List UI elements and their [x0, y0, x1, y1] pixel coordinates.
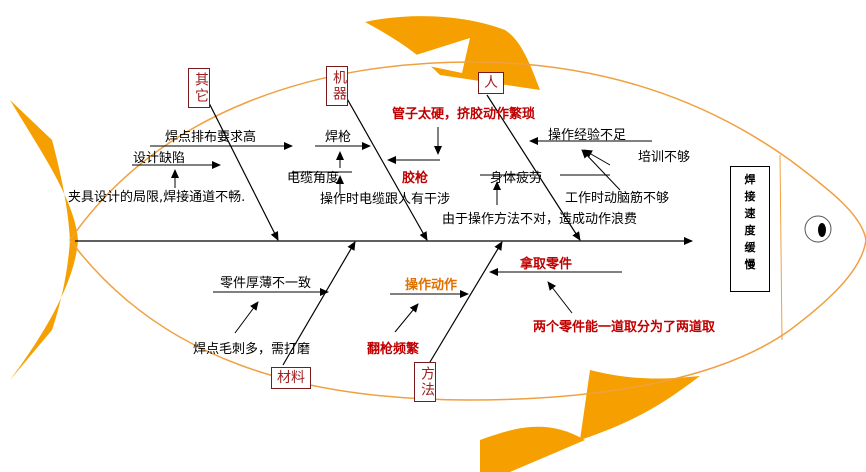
category-man: 人	[478, 72, 504, 94]
category-machine: 机器	[326, 66, 348, 106]
cause-welding-gun: 焊枪	[325, 130, 352, 145]
cause-weld-layout: 焊点排布要求高	[165, 130, 257, 145]
arrow-work-fatigue	[581, 149, 621, 191]
rib-man	[486, 94, 581, 241]
cause-hose-hard: 管子太硬，挤胶动作繁琐	[392, 107, 536, 122]
arrow-burr	[234, 301, 259, 334]
rib-machine	[344, 94, 428, 241]
fish-pupil	[818, 223, 826, 237]
rib-method	[429, 241, 503, 363]
cause-part-thickness: 零件厚薄不一致	[220, 276, 312, 291]
fish-eye	[804, 215, 832, 243]
cause-inexperience: 操作经验不足	[548, 128, 627, 143]
bottom-fin-2	[480, 426, 585, 472]
cause-flip-gun: 翻枪频繁	[367, 342, 420, 357]
category-material: 材料	[271, 367, 311, 389]
cause-glue-gun: 胶枪	[402, 171, 429, 186]
arrow-two-parts	[547, 281, 573, 314]
cause-two-parts: 两个零件能一道取分为了两道取	[533, 320, 716, 335]
cause-operation: 操作动作	[405, 278, 458, 293]
rib-material	[282, 241, 356, 366]
arrow-training	[583, 149, 611, 166]
cause-body-fatigue: 身体疲劳	[490, 171, 543, 186]
cause-cable-interfere: 操作时电缆跟人有干涉	[320, 192, 451, 207]
cause-burr: 焊点毛刺多，需打磨	[193, 342, 311, 357]
cause-work-fatigue: 工作时动脑筋不够	[565, 191, 670, 206]
effect-label: 焊接速度缓慢	[744, 173, 756, 271]
tail-fin	[10, 100, 78, 380]
cause-cable-angle: 电缆角度	[287, 171, 340, 186]
category-method: 方法	[414, 362, 436, 402]
top-fin-notch	[400, 38, 470, 73]
arrow-flip-gun	[394, 303, 419, 333]
effect-box: 焊接速度缓慢	[730, 166, 770, 292]
fish-body-outline	[69, 61, 866, 401]
head-divider	[779, 154, 783, 341]
cause-pick-parts: 拿取零件	[520, 257, 573, 272]
cause-design-defect: 设计缺陷	[133, 151, 186, 166]
cause-training: 培训不够	[638, 150, 691, 165]
cause-method-waste: 由于操作方法不对，造成动作浪费	[442, 212, 638, 227]
rib-other	[204, 94, 279, 241]
cause-fixture-limit: 夹具设计的局限,焊接通道不畅.	[68, 190, 246, 205]
category-other: 其它	[188, 68, 210, 108]
bottom-fin	[580, 370, 700, 440]
